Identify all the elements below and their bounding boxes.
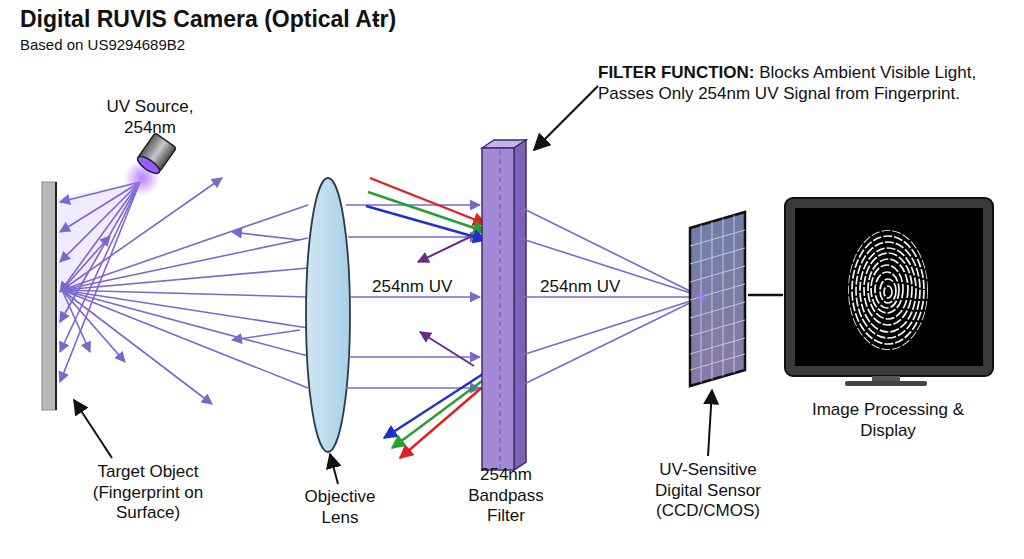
part-label: Target Object (Fingerprint on Surface): [86, 462, 210, 524]
part-label: Image Processing & Display: [798, 400, 978, 441]
filter-function-heading: FILTER FUNCTION:: [598, 63, 754, 82]
part-label: 254nm Bandpass Filter: [456, 465, 556, 527]
uv-source: UV Source, 254nm: [128, 145, 178, 190]
part-label: UV-Sensitive Digital Sensor (CCD/CMOS): [638, 460, 778, 522]
objective-lens: Objective Lens: [306, 178, 350, 452]
target-surface: Target Object (Fingerprint on Surface): [42, 182, 56, 410]
part-label: UV Source, 254nm: [100, 97, 200, 138]
signal-label: 254nm UV: [540, 276, 620, 297]
diagram-title: Digital RUVIS Camera (Optical Aŧr): [20, 6, 396, 33]
filter-function-note: FILTER FUNCTION: Blocks Ambient Visible …: [598, 62, 1018, 105]
bandpass-filter: 254nm Bandpass Filter: [478, 138, 528, 472]
display-monitor: Image Processing & Display: [783, 196, 995, 378]
patent-reference: Based on US9294689B2: [20, 36, 185, 55]
signal-label: 254nm UV: [372, 276, 452, 297]
image-sensor: UV-Sensitive Digital Sensor (CCD/CMOS): [688, 212, 748, 384]
part-label: Objective Lens: [285, 487, 395, 528]
signal-cable: [748, 294, 783, 297]
